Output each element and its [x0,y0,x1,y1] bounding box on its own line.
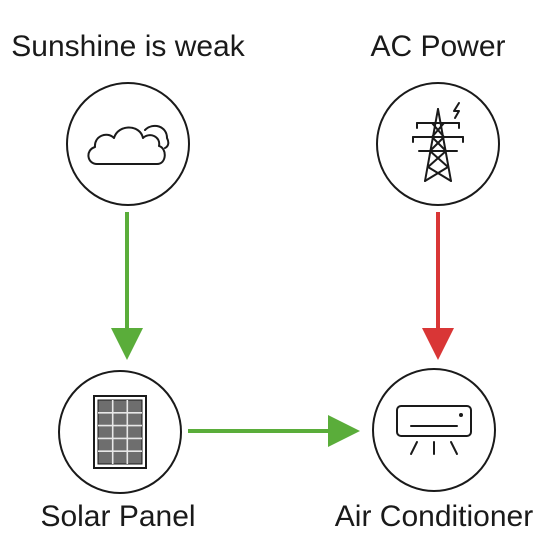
label-ac-power: AC Power [370,30,506,63]
label-solar-panel: Solar Panel [40,500,196,533]
solar-panel-icon [93,395,147,469]
label-air-conditioner: Air Conditioner [334,500,534,533]
node-sunshine [66,82,190,206]
node-air-conditioner [372,368,496,492]
cloud-icon [87,124,170,165]
air-conditioner-icon [396,405,472,455]
node-ac-power [376,82,500,206]
power-tower-icon [412,102,464,182]
node-solar-panel [58,370,182,494]
label-sunshine: Sunshine is weak [11,30,245,63]
